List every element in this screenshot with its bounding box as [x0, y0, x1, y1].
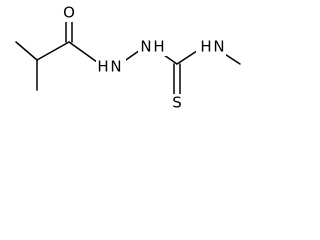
nitrogen-3-atom: N H: [196, 38, 226, 56]
hydrogen-1-label: H: [97, 58, 108, 76]
bond-ch-to-carbonyl: [36, 41, 70, 61]
sulfur-atom-label: S: [172, 94, 182, 112]
oxygen-atom-label: O: [63, 4, 75, 22]
nitrogen-1-atom: N H: [96, 58, 126, 76]
sulfur-atom: S: [168, 94, 186, 112]
chemical-structure-diagram: O N H N H N H S: [15, 4, 241, 112]
nitrogen-2-label: N: [140, 38, 151, 56]
oxygen-atom: O: [60, 4, 78, 22]
bond-carbonyl-to-nitrogen-1: [68, 41, 98, 63]
nitrogen-1-label: N: [110, 58, 121, 76]
nitrogen-2-atom: N H: [138, 38, 168, 56]
hydrogen-2-label: H: [153, 38, 164, 56]
hydrogen-3-label: H: [200, 38, 211, 56]
bond-methyl-top-to-ch: [15, 41, 38, 61]
nitrogen-3-label: N: [213, 38, 224, 56]
